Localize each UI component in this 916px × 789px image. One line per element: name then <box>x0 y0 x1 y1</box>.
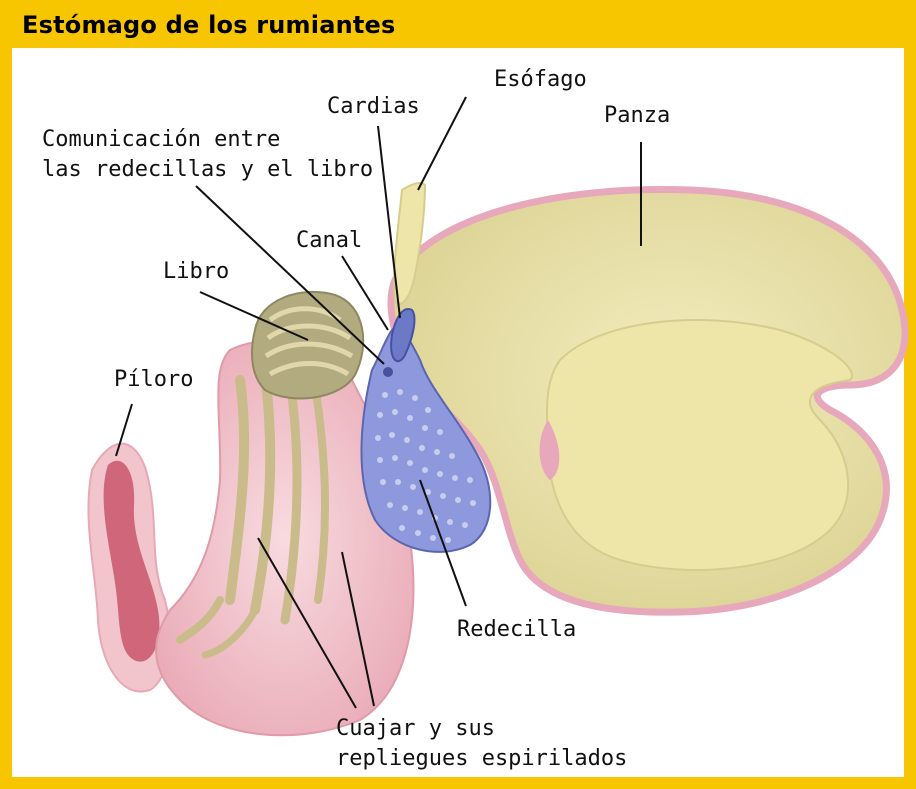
label-comunicacion-line1: Comunicación entre <box>42 127 280 152</box>
libro-organ <box>252 292 363 399</box>
label-redecilla: Redecilla <box>457 617 576 642</box>
panza-organ <box>391 189 905 612</box>
esofago-leader <box>418 97 466 190</box>
label-comunicacion-line2: las redecillas y el libro <box>42 157 373 182</box>
label-panza: Panza <box>604 103 670 128</box>
label-libro: Libro <box>163 259 229 284</box>
label-piloro: Píloro <box>114 367 193 392</box>
label-cuajar-line2: repliegues espirilados <box>336 746 627 771</box>
label-cardias: Cardias <box>327 94 420 119</box>
label-cuajar-line1: Cuajar y sus <box>336 716 495 741</box>
label-esofago: Esófago <box>494 67 587 92</box>
label-canal: Canal <box>296 228 362 253</box>
